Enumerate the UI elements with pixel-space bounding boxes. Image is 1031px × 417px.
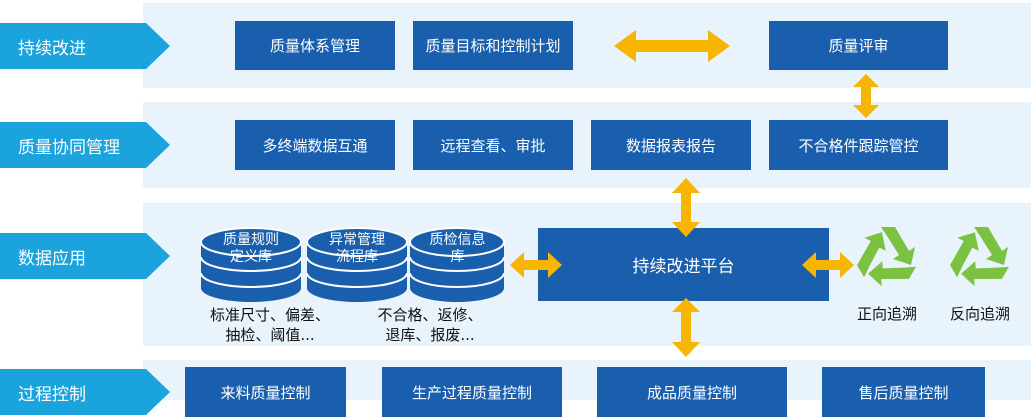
label-forward-trace: 正向追溯 bbox=[856, 305, 917, 323]
database-rules: 质量规则 定义库 bbox=[200, 226, 302, 304]
database-inspection: 质检信息 库 bbox=[409, 226, 506, 304]
database-exceptions-line2: 流程库 bbox=[336, 249, 378, 265]
row-tag-process-control: 过程控制 bbox=[0, 369, 170, 415]
database-icon bbox=[409, 227, 505, 302]
database-rules-line1: 质量规则 bbox=[223, 232, 279, 248]
database-inspection-line2: 库 bbox=[450, 249, 465, 265]
row-tag-continuous-improvement: 持续改进 bbox=[0, 23, 170, 69]
box-quality-goals: 质量目标和控制计划 bbox=[413, 21, 573, 70]
box-quality-review: 质量评审 bbox=[769, 21, 948, 70]
note-nonconformity: 不合格、返修、 退库、报废... bbox=[365, 305, 495, 345]
box-finished-control: 成品质量控制 bbox=[597, 367, 787, 417]
box-improvement-platform: 持续改进平台 bbox=[538, 228, 829, 301]
database-icon bbox=[306, 227, 408, 302]
database-exceptions: 异常管理 流程库 bbox=[306, 226, 408, 304]
box-quality-system: 质量体系管理 bbox=[235, 21, 395, 70]
box-production-control: 生产过程质量控制 bbox=[382, 367, 562, 417]
label-backward-trace: 反向追溯 bbox=[949, 305, 1010, 323]
row-tag-data-application: 数据应用 bbox=[0, 233, 170, 279]
box-remote-review: 远程查看、审批 bbox=[413, 120, 573, 170]
database-rules-line2: 定义库 bbox=[230, 249, 272, 265]
row-tag-collaboration: 质量协同管理 bbox=[0, 122, 170, 168]
box-aftersales-control: 售后质量控制 bbox=[822, 367, 985, 417]
box-nonconformity-tracking: 不合格件跟踪管控 bbox=[769, 120, 948, 170]
database-inspection-line1: 质检信息 bbox=[429, 232, 486, 248]
database-icon bbox=[200, 227, 302, 302]
database-exceptions-line1: 异常管理 bbox=[329, 232, 385, 248]
note-standards-line1: 标准尺寸、偏差、 bbox=[209, 306, 330, 324]
note-nonconformity-line2: 退库、报废... bbox=[385, 326, 475, 344]
box-incoming-control: 来料质量控制 bbox=[185, 367, 346, 417]
note-standards: 标准尺寸、偏差、 抽检、阈值... bbox=[200, 305, 340, 345]
note-standards-line2: 抽检、阈值... bbox=[225, 326, 315, 344]
box-multi-terminal: 多终端数据互通 bbox=[235, 120, 395, 170]
note-nonconformity-line1: 不合格、返修、 bbox=[377, 306, 483, 324]
box-data-report: 数据报表报告 bbox=[591, 120, 751, 170]
